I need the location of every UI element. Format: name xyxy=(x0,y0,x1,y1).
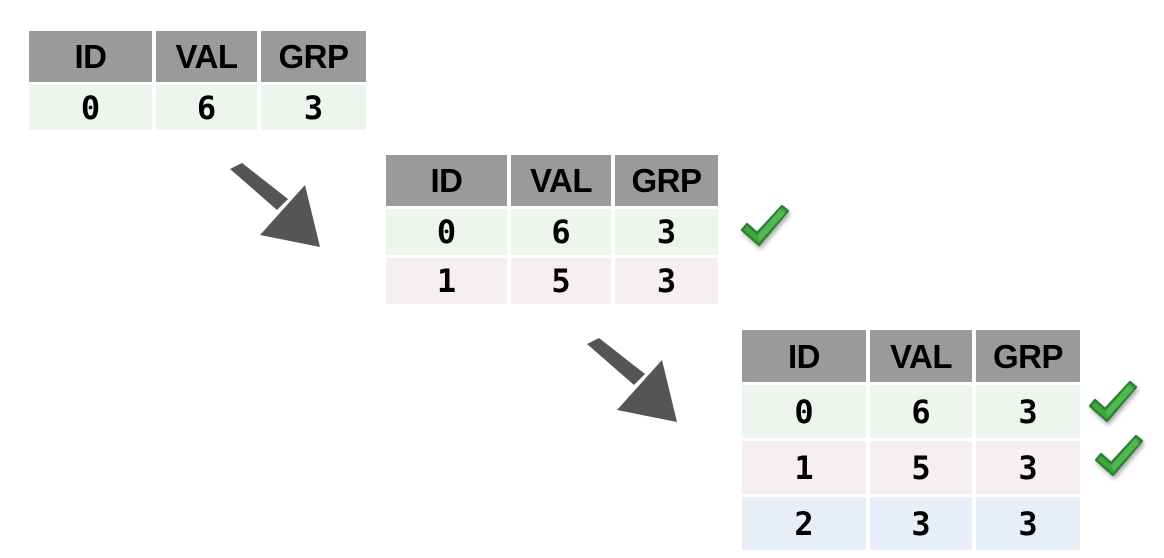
cell-id: 0 xyxy=(386,209,507,255)
arrow-down-right-icon xyxy=(230,163,320,247)
table-row: 2 3 3 xyxy=(742,497,1080,550)
cell-id: 0 xyxy=(742,385,866,438)
column-header-grp: GRP xyxy=(615,155,718,206)
cell-val: 5 xyxy=(511,258,611,304)
check-icon xyxy=(1088,380,1138,423)
cell-id: 1 xyxy=(386,258,507,304)
column-header-val: VAL xyxy=(511,155,611,206)
table-step-1: ID VAL GRP 0 6 3 xyxy=(29,31,366,130)
column-header-id: ID xyxy=(29,31,152,82)
cell-id: 0 xyxy=(29,85,152,130)
table-step-2: ID VAL GRP 0 6 3 1 5 3 xyxy=(386,155,718,304)
table-header-row: ID VAL GRP xyxy=(29,31,366,82)
table-row: 0 6 3 xyxy=(386,209,718,255)
table-header-row: ID VAL GRP xyxy=(742,330,1080,382)
cell-id: 2 xyxy=(742,497,866,550)
column-header-id: ID xyxy=(386,155,507,206)
cell-grp: 3 xyxy=(261,85,366,130)
column-header-grp: GRP xyxy=(261,31,366,82)
table-row: 0 6 3 xyxy=(29,85,366,130)
column-header-val: VAL xyxy=(156,31,257,82)
arrow-down-right-icon xyxy=(587,338,677,422)
cell-val: 5 xyxy=(870,441,972,494)
column-header-grp: GRP xyxy=(976,330,1080,382)
table-row: 0 6 3 xyxy=(742,385,1080,438)
cell-val: 6 xyxy=(511,209,611,255)
cell-grp: 3 xyxy=(976,385,1080,438)
cell-val: 6 xyxy=(870,385,972,438)
cell-grp: 3 xyxy=(615,209,718,255)
table-row: 1 5 3 xyxy=(386,258,718,304)
column-header-id: ID xyxy=(742,330,866,382)
table-row: 1 5 3 xyxy=(742,441,1080,494)
check-icon xyxy=(740,204,790,247)
table-header-row: ID VAL GRP xyxy=(386,155,718,206)
cell-grp: 3 xyxy=(976,497,1080,550)
column-header-val: VAL xyxy=(870,330,972,382)
check-icon xyxy=(1094,434,1144,477)
cell-id: 1 xyxy=(742,441,866,494)
cell-grp: 3 xyxy=(976,441,1080,494)
table-step-3: ID VAL GRP 0 6 3 1 5 3 2 3 3 xyxy=(742,330,1080,550)
cell-grp: 3 xyxy=(615,258,718,304)
cell-val: 3 xyxy=(870,497,972,550)
cell-val: 6 xyxy=(156,85,257,130)
